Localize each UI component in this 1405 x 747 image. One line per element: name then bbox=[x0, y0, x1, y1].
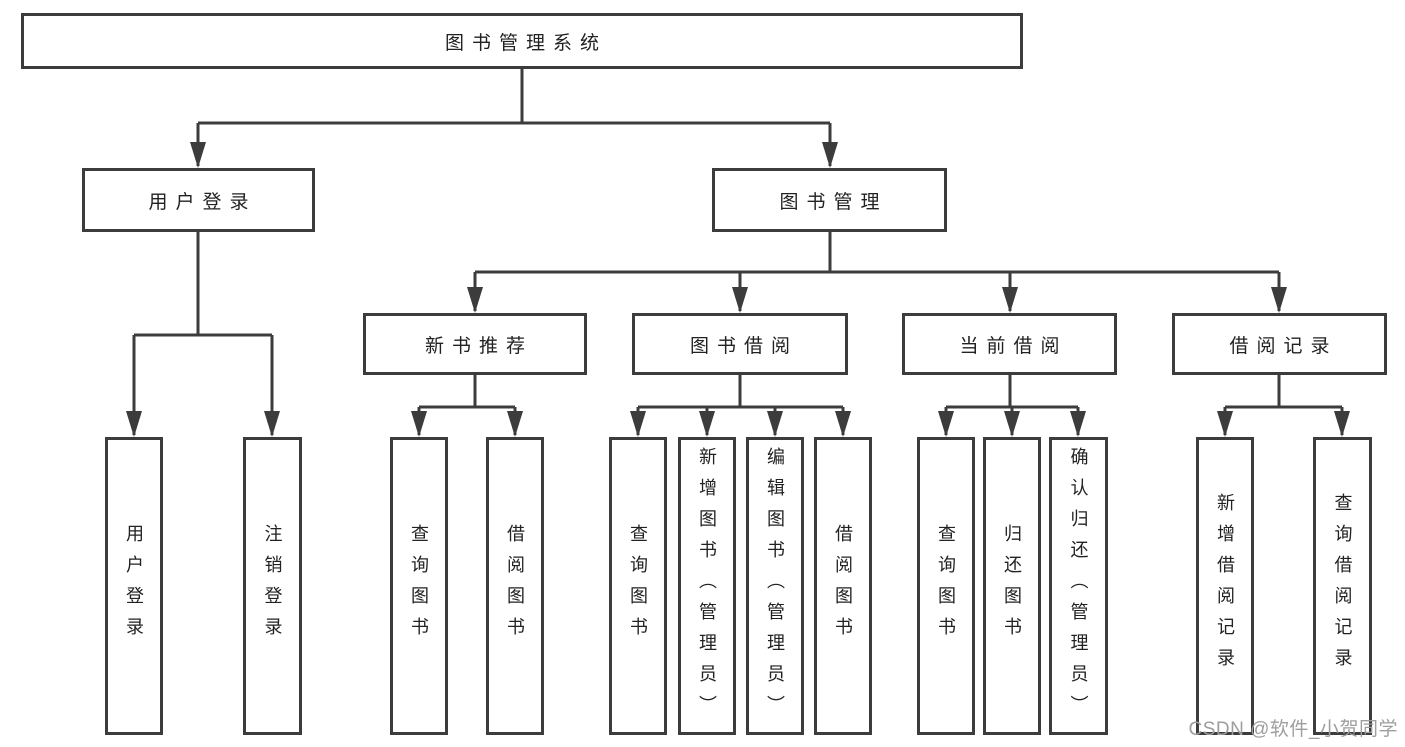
leaf-add-book-admin: 新增图书（管理员） bbox=[678, 437, 736, 735]
arrow-leaf-logout bbox=[264, 411, 280, 437]
leaf-borrow-books-2: 借阅图书 bbox=[814, 437, 872, 735]
leaf-logout: 注销登录 bbox=[243, 437, 302, 735]
leaf-return-book: 归还图书 bbox=[983, 437, 1041, 735]
leaf-query-books-2: 查询图书 bbox=[609, 437, 667, 735]
arrow-leaf-edit-book bbox=[767, 411, 783, 437]
csdn-watermark: CSDN @软件_小贺同学 bbox=[1188, 719, 1398, 740]
leaf-add-borrow-record: 新增借阅记录 bbox=[1196, 437, 1254, 735]
connector-user-login-children bbox=[132, 232, 274, 435]
arrow-leaf-query-books-2 bbox=[630, 411, 646, 437]
node-book-borrowing: 图书借阅 bbox=[632, 313, 848, 375]
leaf-borrow-books-1: 借阅图书 bbox=[486, 437, 544, 735]
arrow-leaf-borrow-books-1 bbox=[507, 411, 523, 437]
leaf-user-login: 用户登录 bbox=[105, 437, 163, 735]
arrow-book-management bbox=[822, 142, 838, 168]
connector-book-borrow-children bbox=[636, 375, 845, 435]
connector-new-books-children bbox=[417, 375, 517, 435]
arrow-leaf-add-book bbox=[699, 411, 715, 437]
leaf-query-books-1: 查询图书 bbox=[390, 437, 448, 735]
node-root-library-system: 图书管理系统 bbox=[21, 13, 1023, 69]
leaf-edit-book-admin: 编辑图书（管理员） bbox=[746, 437, 804, 735]
arrow-user-login bbox=[190, 142, 206, 168]
leaf-query-borrow-record: 查询借阅记录 bbox=[1313, 437, 1372, 735]
arrow-leaf-confirm-return bbox=[1070, 411, 1086, 437]
node-new-book-recommend: 新书推荐 bbox=[363, 313, 587, 375]
arrow-leaf-query-borrow-record bbox=[1334, 411, 1350, 437]
arrow-leaf-borrow-books-2 bbox=[835, 411, 851, 437]
node-book-management: 图书管理 bbox=[712, 168, 947, 232]
arrow-leaf-user-login bbox=[126, 411, 142, 437]
arrow-current-borrowing bbox=[1002, 287, 1018, 313]
arrow-leaf-return-book bbox=[1004, 411, 1020, 437]
connector-root-to-level2 bbox=[196, 69, 832, 166]
leaf-confirm-return-admin: 确认归还（管理员） bbox=[1049, 437, 1108, 735]
connector-book-mgmt-children bbox=[473, 232, 1281, 311]
leaf-query-books-3: 查询图书 bbox=[917, 437, 975, 735]
arrow-book-borrowing bbox=[732, 287, 748, 313]
arrow-borrowing-records bbox=[1271, 287, 1287, 313]
node-user-login: 用户登录 bbox=[82, 168, 315, 232]
arrow-leaf-query-books-1 bbox=[411, 411, 427, 437]
arrow-leaf-add-borrow-record bbox=[1217, 411, 1233, 437]
arrow-new-book-recommend bbox=[467, 287, 483, 313]
arrow-leaf-query-books-3 bbox=[938, 411, 954, 437]
node-borrowing-records: 借阅记录 bbox=[1172, 313, 1387, 375]
connector-borrow-records-children bbox=[1223, 375, 1344, 435]
node-current-borrowing: 当前借阅 bbox=[902, 313, 1117, 375]
